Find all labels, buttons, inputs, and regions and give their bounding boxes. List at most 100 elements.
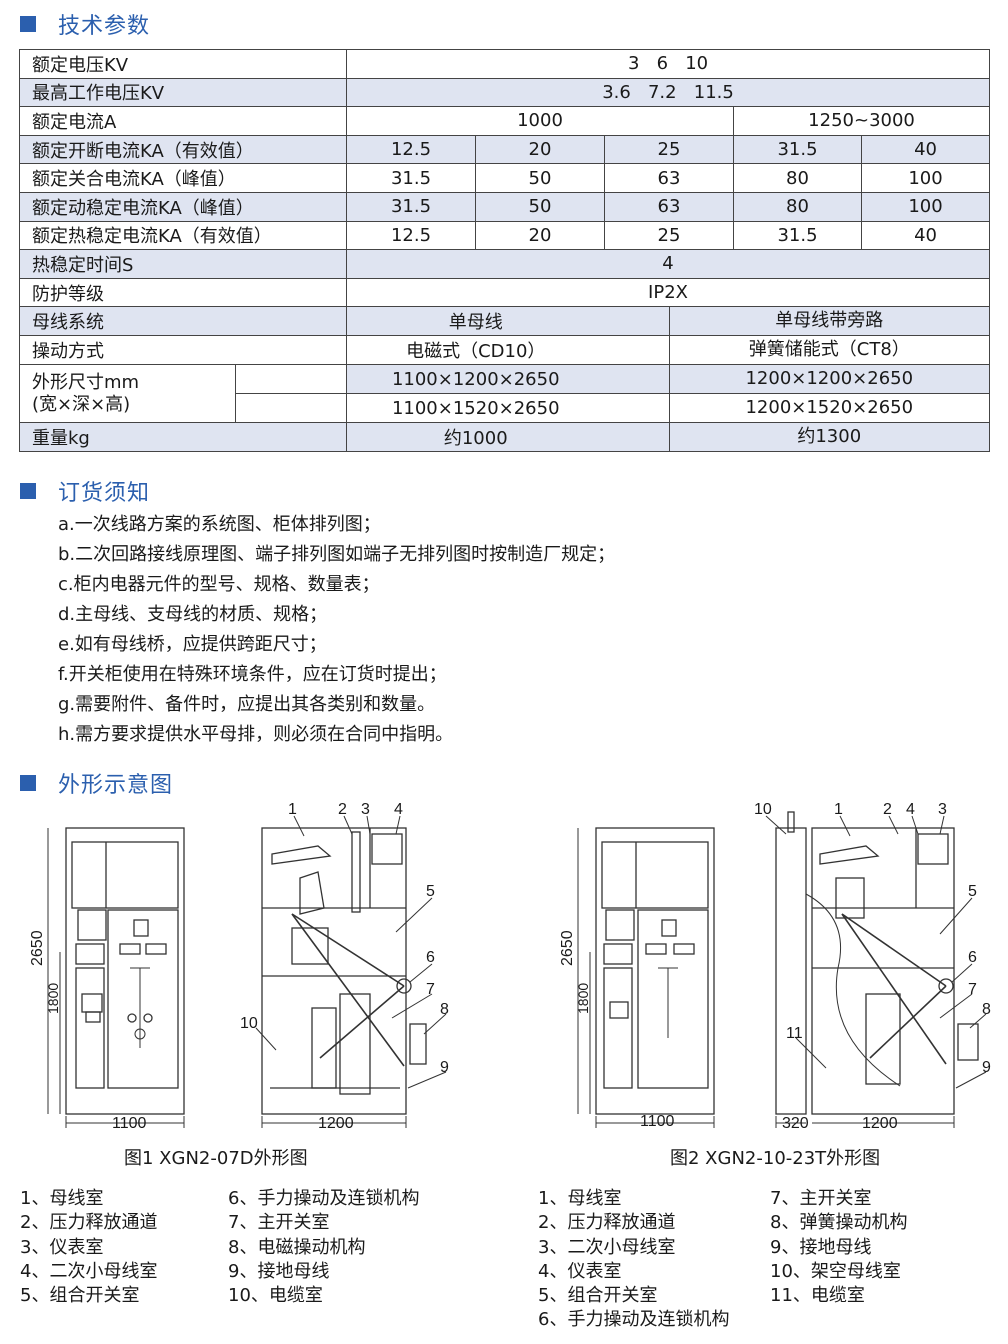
cell-value: 1200×1200×2650	[604, 364, 991, 395]
row-label: 额定电流A	[19, 106, 347, 136]
cell-value: 63	[604, 163, 734, 193]
table-row: 额定动稳定电流KA（峰值） 31.5 50 63 80 100	[19, 191, 991, 222]
callout-label: 6	[426, 949, 435, 966]
fig1-dim-depth: 1200	[318, 1115, 354, 1132]
fig2-dim-depth: 1200	[862, 1115, 898, 1132]
cell-value: 弹簧储能式（CT8）	[748, 339, 910, 361]
figure2-front-view	[577, 827, 715, 1128]
cell-value: 20	[475, 220, 605, 251]
callout-label: 10	[754, 801, 772, 818]
callout-label: 8	[982, 1001, 991, 1018]
legend-item: 3、二次小母线室	[538, 1236, 676, 1258]
cell-value: 50	[475, 191, 605, 222]
legend-item: 1、母线室	[20, 1188, 104, 1209]
cell-value: 单母线带旁路	[604, 306, 991, 337]
table-row: 额定关合电流KA（峰值） 31.5 50 63 80 100	[19, 163, 991, 193]
bullet-square-icon	[20, 775, 36, 791]
cell-value: 单母线带旁路	[775, 310, 884, 332]
cell-value: 80	[733, 191, 862, 222]
blank-cell	[235, 364, 347, 395]
callout-label: 7	[968, 981, 977, 998]
cell-value: 1200×1520×2650	[745, 397, 914, 419]
table-row: 额定电流A 1000 1250~3000	[19, 106, 991, 136]
list-item: e.如有母线桥，应提供跨距尺寸；	[58, 634, 327, 655]
callout-label: 10	[240, 1015, 258, 1032]
blank-cell	[235, 393, 347, 424]
section-title: 技术参数	[58, 14, 151, 39]
legend-item: 5、组合开关室	[20, 1285, 140, 1307]
fig2-dim-bypass: 320	[782, 1115, 809, 1132]
callout-label: 3	[361, 801, 370, 818]
cell-value: 31.5	[346, 163, 476, 193]
callout-label: 11	[786, 1025, 803, 1042]
cell-value: 25	[604, 220, 734, 251]
table-row: 母线系统 单母线 单母线带旁路	[19, 306, 991, 337]
cell-value: 80	[733, 163, 862, 193]
spec-table: 额定电压KV 3 6 10 最高工作电压KV 3.6 7.2 11.5 额定电流…	[19, 49, 991, 453]
cell-value: 1100×1200×2650	[346, 364, 605, 395]
row-label: 防护等级	[19, 277, 347, 308]
row-label: 额定热稳定电流KA（有效值）	[19, 220, 347, 251]
figure1-legend-left: 1、母线室 2、压力释放通道 3、仪表室 4、二次小母线室 5、组合开关室	[20, 1187, 157, 1308]
cell-value: 4	[345, 249, 991, 279]
table-row: 外形尺寸mm (宽×深×高) 1100×1200×2650 1200×1200×…	[19, 364, 991, 424]
section-heading-order: 订货须知	[20, 475, 150, 507]
fig1-dim-width: 1100	[112, 1115, 147, 1132]
legend-item: 10、架空母线室	[770, 1260, 901, 1282]
legend-item: 9、接地母线	[770, 1236, 872, 1258]
legend-item: 9、接地母线	[228, 1260, 330, 1282]
table-row: 操动方式 电磁式（CD10） 弹簧储能式（CT8）	[19, 335, 991, 366]
callout-label: 6	[968, 949, 977, 966]
table-row: 热稳定时间S 4	[19, 249, 991, 279]
section-heading-spec: 技术参数	[20, 8, 150, 40]
fig1-dim-height-total: 2650	[29, 930, 46, 966]
figure1-caption: 图1 XGN2-07D外形图	[124, 1148, 308, 1169]
cell-value: 1250~3000	[732, 106, 991, 136]
cell-value: 31.5	[733, 220, 862, 251]
section-heading-outline: 外形示意图	[20, 767, 173, 799]
row-label: 外形尺寸mm (宽×深×高)	[19, 364, 236, 424]
row-label: 额定开断电流KA（有效值）	[19, 134, 347, 165]
row-label: 最高工作电压KV	[19, 77, 347, 108]
callout-label: 8	[440, 1001, 449, 1018]
callout-label: 9	[440, 1059, 449, 1076]
cell-value: 20	[475, 134, 605, 165]
legend-item: 3、仪表室	[20, 1236, 104, 1258]
table-row: 额定热稳定电流KA（有效值） 12.5 20 25 31.5 40	[19, 220, 991, 251]
callout-label: 1	[288, 801, 297, 818]
bullet-square-icon	[20, 483, 36, 499]
callout-label: 2	[883, 801, 892, 818]
table-row: 最高工作电压KV 3.6 7.2 11.5	[19, 77, 991, 108]
callout-label: 4	[394, 801, 403, 818]
figure2-legend-left: 1、母线室 2、压力释放通道 3、二次小母线室 4、仪表室 5、组合开关室 6、…	[538, 1187, 729, 1333]
cell-value: 100	[860, 191, 991, 222]
figure2-caption: 图2 XGN2-10-23T外形图	[670, 1148, 881, 1169]
cell-value: 31.5	[733, 134, 862, 165]
list-item: d.主母线、支母线的材质、规格；	[58, 604, 328, 625]
cell-value: 3.6 7.2 11.5	[345, 77, 991, 108]
dim-label-line2: (宽×深×高)	[32, 393, 131, 415]
callout-label: 3	[938, 801, 947, 818]
cell-value: 25	[604, 134, 734, 165]
bullet-square-icon	[20, 16, 36, 32]
cell-value: 约1300	[604, 422, 991, 453]
legend-item: 1、母线室	[538, 1188, 622, 1209]
table-row: 额定开断电流KA（有效值） 12.5 20 25 31.5 40	[19, 134, 991, 165]
legend-item: 2、压力释放通道	[20, 1212, 158, 1234]
legend-item: 2、压力释放通道	[538, 1212, 676, 1234]
callout-label: 5	[426, 883, 435, 900]
figure1-side-view	[255, 815, 447, 1128]
figure2-side-view	[765, 811, 987, 1128]
row-label: 重量kg	[19, 422, 347, 453]
outline-drawings: 2650 1800 1100 1200 1 2 3 4 5 6 7 8 9 10…	[29, 801, 991, 1132]
legend-item: 6、手力操动及连锁机构	[538, 1309, 730, 1331]
cell-value: 31.5	[346, 191, 476, 222]
callout-label: 9	[982, 1059, 991, 1076]
table-row: 防护等级 IP2X	[19, 277, 991, 308]
cell-value: 1100×1520×2650	[346, 393, 605, 424]
cell-value: 弹簧储能式（CT8）	[604, 335, 991, 366]
list-item: b.二次回路接线原理图、端子排列图如端子无排列图时按制造厂规定；	[58, 544, 616, 565]
fig1-dim-height-inner: 1800	[45, 983, 61, 1014]
legend-item: 4、二次小母线室	[20, 1260, 158, 1282]
figure1-legend-right: 6、手力操动及连锁机构 7、主开关室 8、电磁操动机构 9、接地母线 10、电缆…	[228, 1187, 419, 1308]
